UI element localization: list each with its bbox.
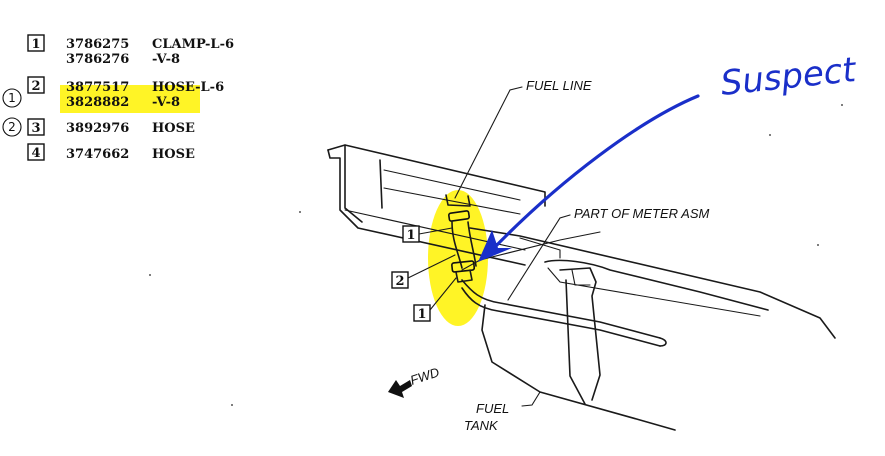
diagram-callout: 1	[402, 225, 453, 243]
part-number: 3877517	[66, 80, 129, 95]
hose-assembly	[445, 194, 477, 283]
part-index: 4	[31, 146, 40, 161]
callout-meter-asm: PART OF METER ASM	[574, 206, 709, 221]
circle-mark: 2	[8, 120, 16, 134]
fuel-tank	[469, 227, 836, 431]
part-number: 3892976	[66, 121, 129, 136]
part-description: HOSE	[152, 147, 195, 162]
diagram-label: 1	[406, 228, 415, 243]
diagram-callout: 1	[413, 277, 457, 322]
callout-fuel-line: FUEL LINE	[526, 78, 592, 93]
part-index: 1	[31, 37, 40, 52]
diagram-label: 1	[417, 307, 426, 322]
suspect-text: Suspect	[719, 50, 859, 104]
part-description: -V-8	[152, 52, 180, 67]
part-highlight	[60, 85, 200, 113]
parts-row: 1 3786275 3786276 CLAMP-L-6 -V-8	[27, 34, 234, 67]
parts-row: 2 3877517 3828882 HOSE-L-6 -V-8 1	[2, 76, 224, 110]
part-number: 3786275	[66, 37, 129, 52]
print-specks	[149, 104, 843, 406]
fwd-label: FWD	[408, 364, 441, 387]
part-index: 2	[31, 79, 40, 94]
parts-row: 3 3892976 HOSE 2	[2, 117, 195, 137]
part-description: HOSE-L-6	[152, 80, 224, 95]
meter-assembly	[559, 267, 601, 405]
part-description: HOSE	[152, 121, 195, 136]
circle-mark: 1	[8, 91, 16, 105]
parts-list: 1 3786275 3786276 CLAMP-L-6 -V-8 2 38775…	[2, 34, 234, 162]
part-number: 3786276	[66, 52, 129, 67]
part-description: CLAMP-L-6	[152, 37, 234, 52]
fuel-pipes	[461, 231, 667, 347]
callout-fuel-tank: FUEL	[476, 401, 509, 416]
callout-fuel-tank: TANK	[464, 418, 499, 433]
part-index: 3	[31, 121, 40, 136]
part-number: 3828882	[66, 95, 129, 110]
parts-row: 4 3747662 HOSE	[27, 143, 195, 162]
fwd-indicator: FWD	[388, 364, 441, 398]
diagram-label: 2	[395, 274, 404, 289]
part-number: 3747662	[66, 147, 129, 162]
part-description: -V-8	[152, 95, 180, 110]
diagram-callout: 2	[391, 254, 456, 289]
